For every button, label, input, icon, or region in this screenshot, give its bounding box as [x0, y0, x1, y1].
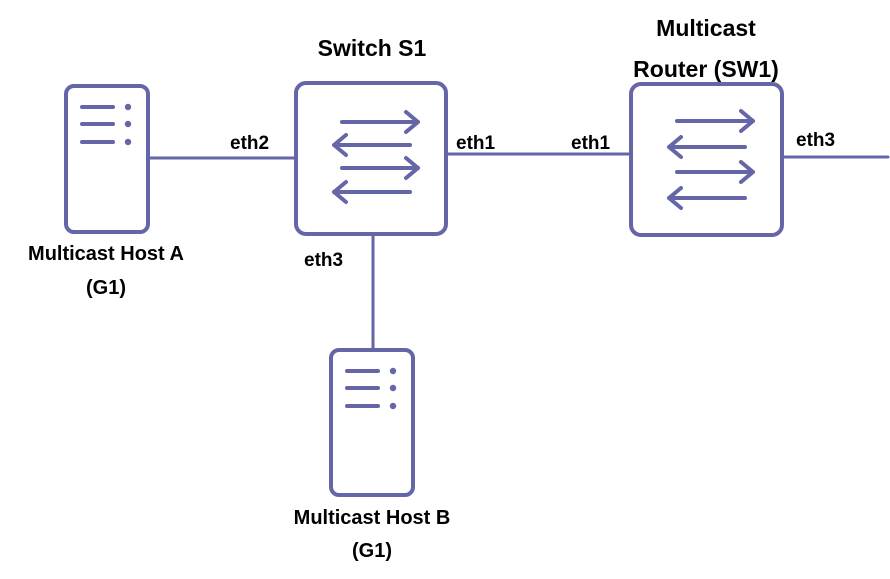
host-b-label-line2: (G1): [352, 540, 392, 562]
arrow-left-icon: [667, 186, 747, 210]
port-label-s1-eth2: eth2: [230, 133, 269, 154]
server-icon: [345, 367, 397, 410]
port-label-s1-eth1: eth1: [456, 133, 496, 154]
arrow-left-icon: [667, 135, 747, 159]
multicast-router[interactable]: [629, 82, 784, 237]
router-title-line1: Multicast: [656, 15, 756, 41]
port-label-s1-eth3: eth3: [304, 250, 343, 271]
arrow-right-icon: [675, 160, 755, 184]
host-a-box: [64, 84, 150, 234]
router-box: [629, 82, 784, 237]
links: [146, 152, 890, 352]
switch-s1-box: [294, 81, 448, 236]
arrow-left-icon: [332, 133, 412, 157]
arrow-right-icon: [675, 109, 755, 133]
router-title-line2: Router (SW1): [633, 56, 779, 82]
arrow-right-icon: [340, 156, 420, 180]
arrow-left-icon: [332, 180, 412, 204]
port-label-router-eth1: eth1: [571, 133, 611, 154]
port-label-router-eth3: eth3: [796, 130, 835, 151]
host-a-label-line1: Multicast Host A: [28, 243, 184, 265]
switch-icon: [667, 109, 755, 210]
switch-s1-title: Switch S1: [318, 35, 427, 61]
arrow-right-icon: [340, 110, 420, 134]
switch-icon: [332, 110, 420, 204]
host-b-label-line1: Multicast Host B: [294, 507, 451, 529]
multicast-host-a[interactable]: [64, 84, 150, 234]
host-b-box: [329, 348, 415, 497]
server-icon: [80, 103, 132, 146]
multicast-host-b[interactable]: [329, 348, 415, 497]
host-a-label-line2: (G1): [86, 277, 126, 299]
switch-s1[interactable]: [294, 81, 448, 236]
